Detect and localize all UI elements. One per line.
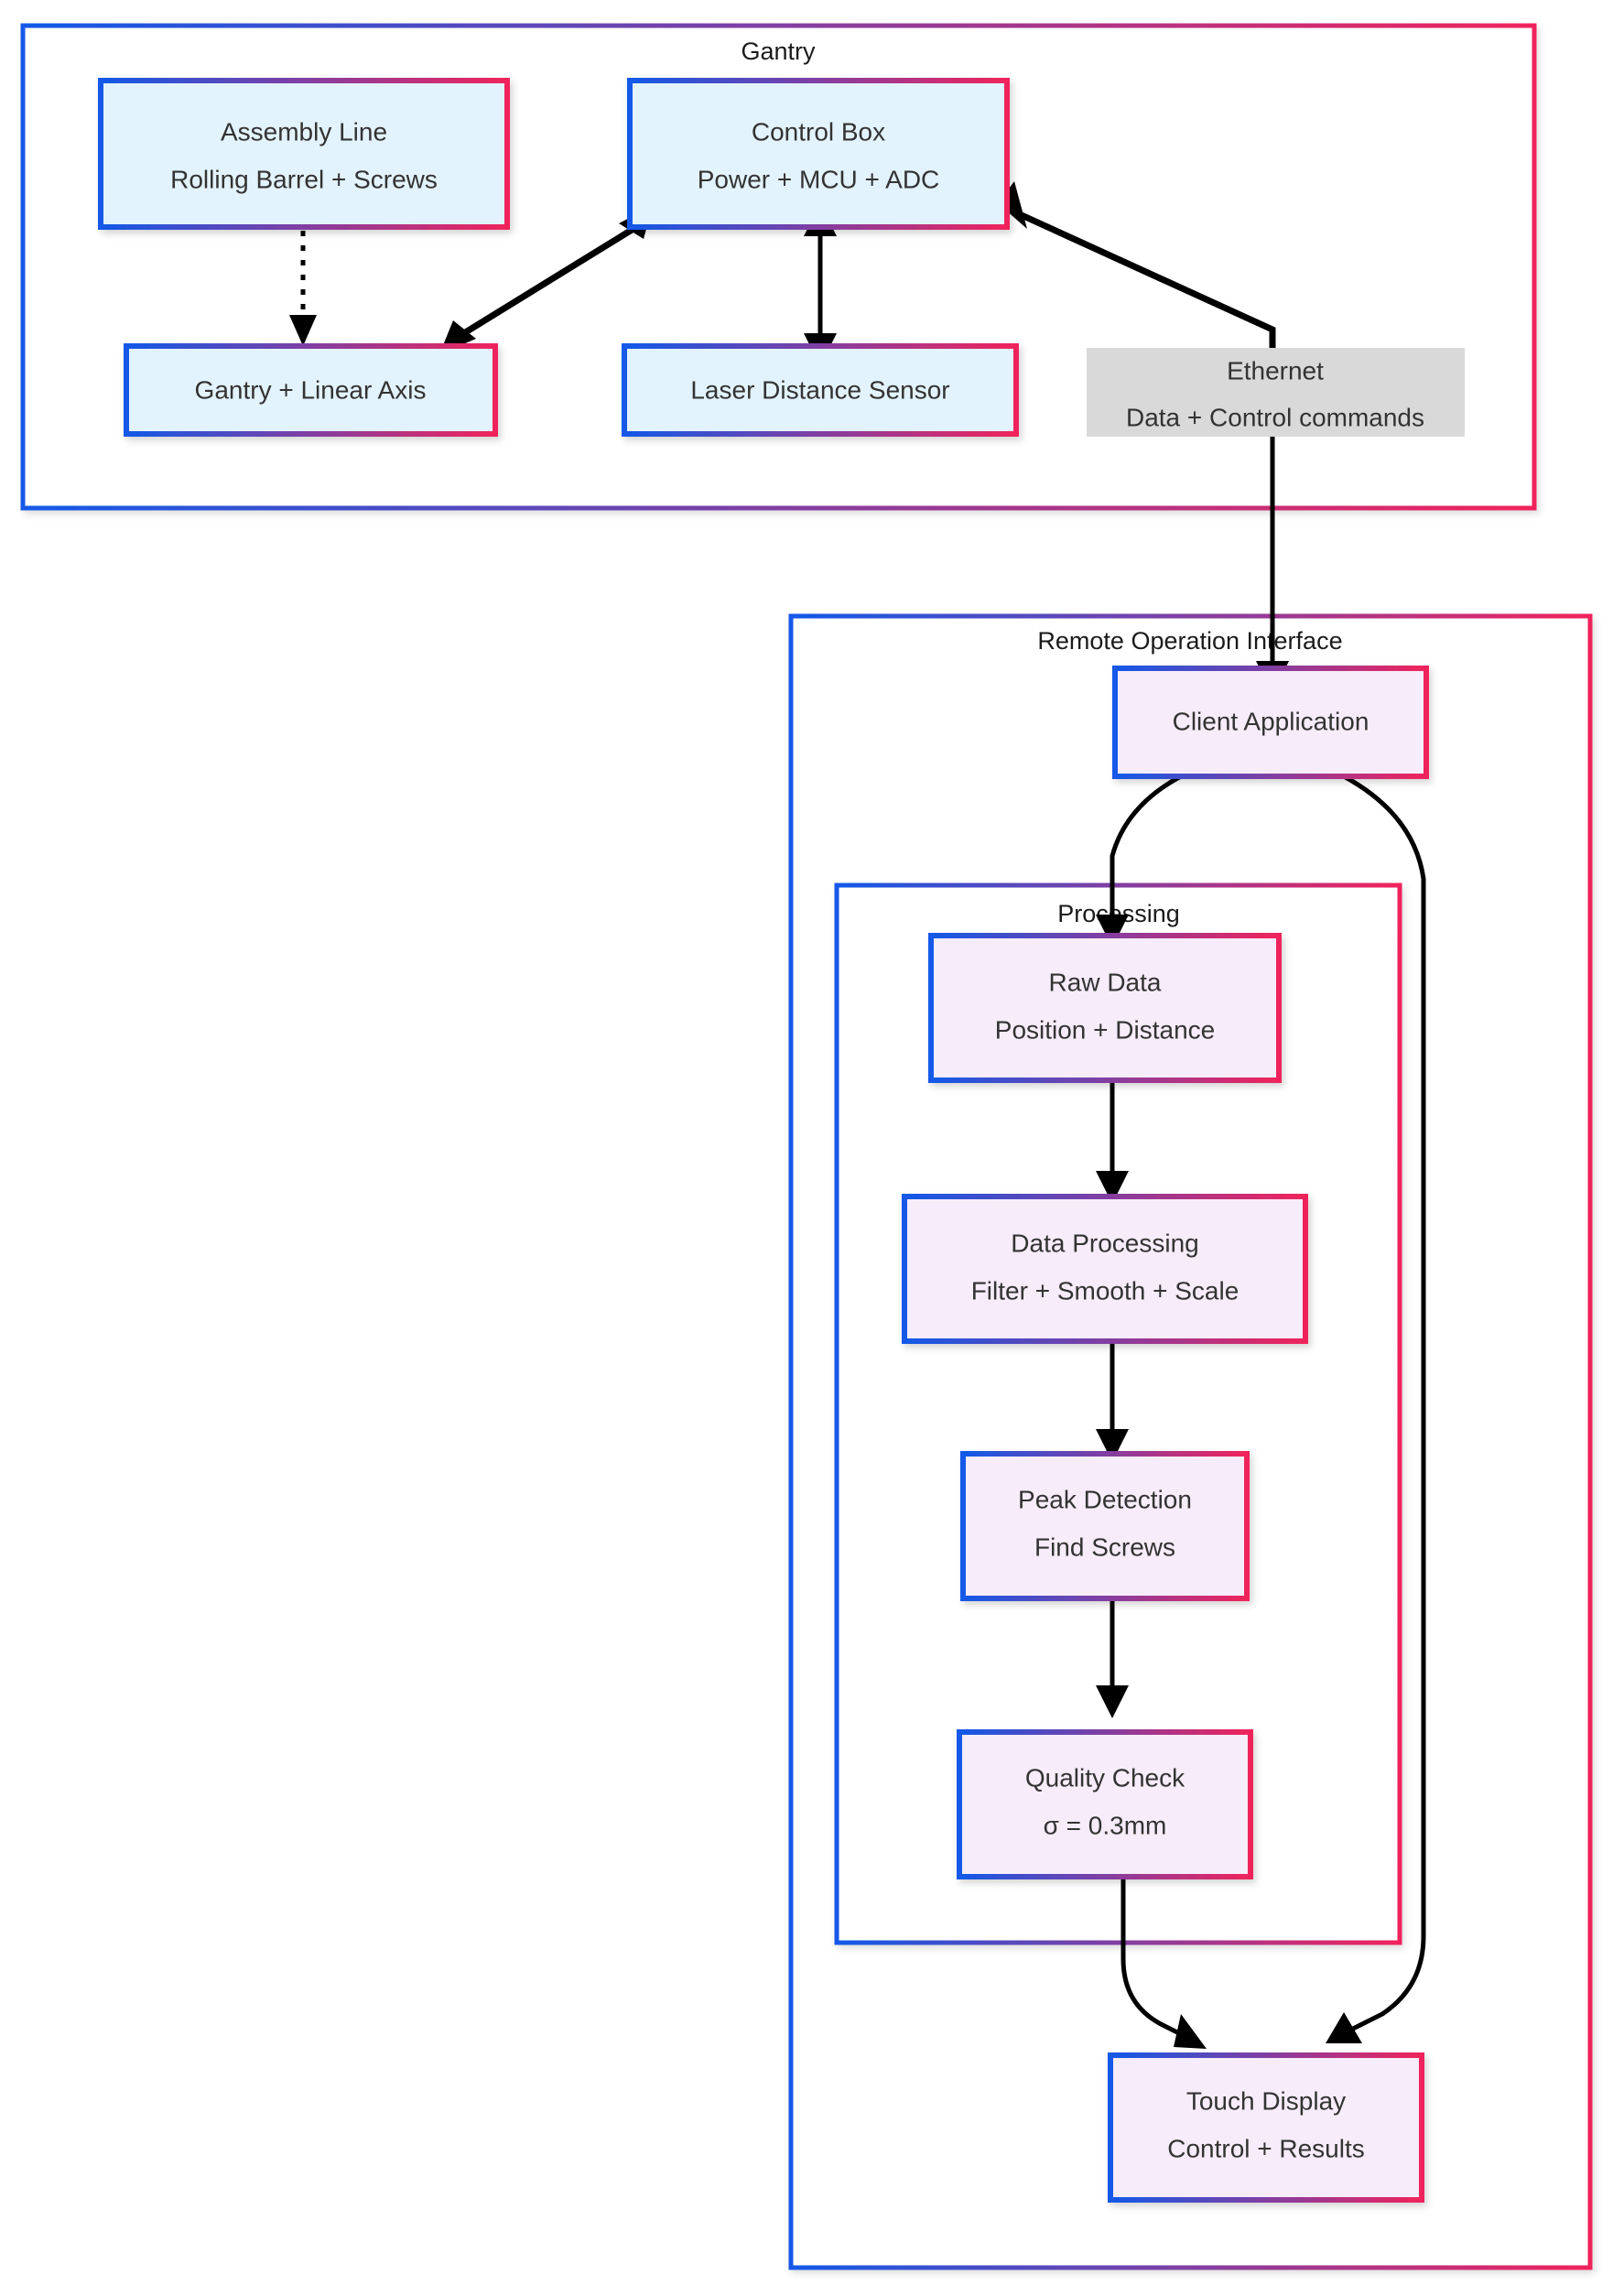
node-quality-check-subtitle: σ = 0.3mm bbox=[1044, 1811, 1167, 1839]
node-peak-detection-box[interactable] bbox=[960, 1451, 1250, 1601]
node-control-box-subtitle: Power + MCU + ADC bbox=[698, 165, 940, 193]
arrow-head-icon bbox=[1096, 1685, 1129, 1718]
node-client-application-title: Client Application bbox=[1173, 707, 1369, 735]
cluster-gantry-label: Gantry bbox=[741, 38, 816, 65]
node-assembly-line-box[interactable] bbox=[98, 78, 510, 230]
edge-client-application-to-raw-data bbox=[1096, 774, 1183, 948]
edge-assembly-line-to-gantry-axis bbox=[289, 231, 317, 346]
node-touch-display-box[interactable] bbox=[1108, 2052, 1424, 2203]
node-raw-data-subtitle: Position + Distance bbox=[995, 1015, 1215, 1044]
arrow-head-icon bbox=[1096, 1429, 1129, 1462]
node-raw-data-box[interactable] bbox=[928, 933, 1282, 1083]
edge-path-solid bbox=[453, 222, 643, 341]
node-assembly-line[interactable]: Assembly Line Rolling Barrel + Screws bbox=[98, 78, 510, 230]
node-peak-detection[interactable]: Peak Detection Find Screws bbox=[960, 1451, 1250, 1601]
arrow-head-icon bbox=[1096, 1171, 1129, 1204]
node-quality-check[interactable]: Quality Check σ = 0.3mm bbox=[957, 1729, 1253, 1879]
edge-label-ethernet: Ethernet Data + Control commands bbox=[1087, 348, 1465, 437]
edge-label-ethernet-title: Ethernet bbox=[1227, 356, 1324, 384]
node-control-box-box[interactable] bbox=[627, 78, 1010, 230]
edge-data-processing-to-peak-detection bbox=[1096, 1341, 1129, 1462]
node-gantry-linear-axis-title: Gantry + Linear Axis bbox=[195, 375, 427, 404]
edge-path-solid bbox=[1342, 774, 1426, 2031]
node-data-processing-title: Data Processing bbox=[1011, 1229, 1198, 1257]
arrow-head-icon bbox=[1174, 2014, 1207, 2049]
node-peak-detection-title: Peak Detection bbox=[1018, 1485, 1192, 1513]
node-laser-distance-sensor[interactable]: Laser Distance Sensor bbox=[622, 343, 1019, 437]
node-data-processing-subtitle: Filter + Smooth + Scale bbox=[971, 1276, 1240, 1305]
node-raw-data-title: Raw Data bbox=[1049, 968, 1162, 996]
node-laser-distance-sensor-title: Laser Distance Sensor bbox=[690, 375, 949, 404]
node-data-processing-box[interactable] bbox=[902, 1194, 1308, 1344]
edge-quality-check-to-touch-display bbox=[1120, 1877, 1207, 2049]
arrow-head-icon bbox=[998, 181, 1027, 229]
node-control-box-title: Control Box bbox=[752, 117, 885, 146]
node-laser-distance-sensor-box[interactable] bbox=[622, 343, 1019, 437]
edge-label-ethernet-box bbox=[1087, 348, 1465, 437]
node-data-processing[interactable]: Data Processing Filter + Smooth + Scale bbox=[902, 1194, 1308, 1344]
edge-peak-detection-to-quality-check bbox=[1096, 1597, 1129, 1718]
edge-client-application-to-touch-display bbox=[1326, 774, 1426, 2043]
node-client-application[interactable]: Client Application bbox=[1112, 666, 1429, 779]
edge-raw-data-to-data-processing bbox=[1096, 1080, 1129, 1204]
node-touch-display[interactable]: Touch Display Control + Results bbox=[1108, 2052, 1424, 2203]
node-control-box[interactable]: Control Box Power + MCU + ADC bbox=[627, 78, 1010, 230]
cluster-remote-label: Remote Operation Interface bbox=[1037, 627, 1342, 655]
node-peak-detection-subtitle: Find Screws bbox=[1034, 1532, 1175, 1561]
edge-path-solid bbox=[1120, 1877, 1183, 2037]
edge-label-ethernet-subtitle: Data + Control commands bbox=[1126, 403, 1424, 431]
node-quality-check-title: Quality Check bbox=[1025, 1763, 1185, 1792]
node-gantry-linear-axis[interactable]: Gantry + Linear Axis bbox=[124, 343, 498, 437]
arrow-head-icon bbox=[1326, 2012, 1362, 2043]
node-assembly-line-title: Assembly Line bbox=[221, 117, 387, 146]
node-touch-display-title: Touch Display bbox=[1186, 2086, 1346, 2115]
node-quality-check-box[interactable] bbox=[957, 1729, 1253, 1879]
node-touch-display-subtitle: Control + Results bbox=[1167, 2134, 1365, 2162]
arrow-head-icon bbox=[289, 315, 317, 346]
edge-path-solid bbox=[1110, 774, 1183, 920]
node-gantry-linear-axis-box[interactable] bbox=[124, 343, 498, 437]
node-assembly-line-subtitle: Rolling Barrel + Screws bbox=[170, 165, 438, 193]
node-raw-data[interactable]: Raw Data Position + Distance bbox=[928, 933, 1282, 1083]
arrow-head-icon bbox=[1096, 915, 1129, 948]
node-client-application-box[interactable] bbox=[1112, 666, 1429, 779]
